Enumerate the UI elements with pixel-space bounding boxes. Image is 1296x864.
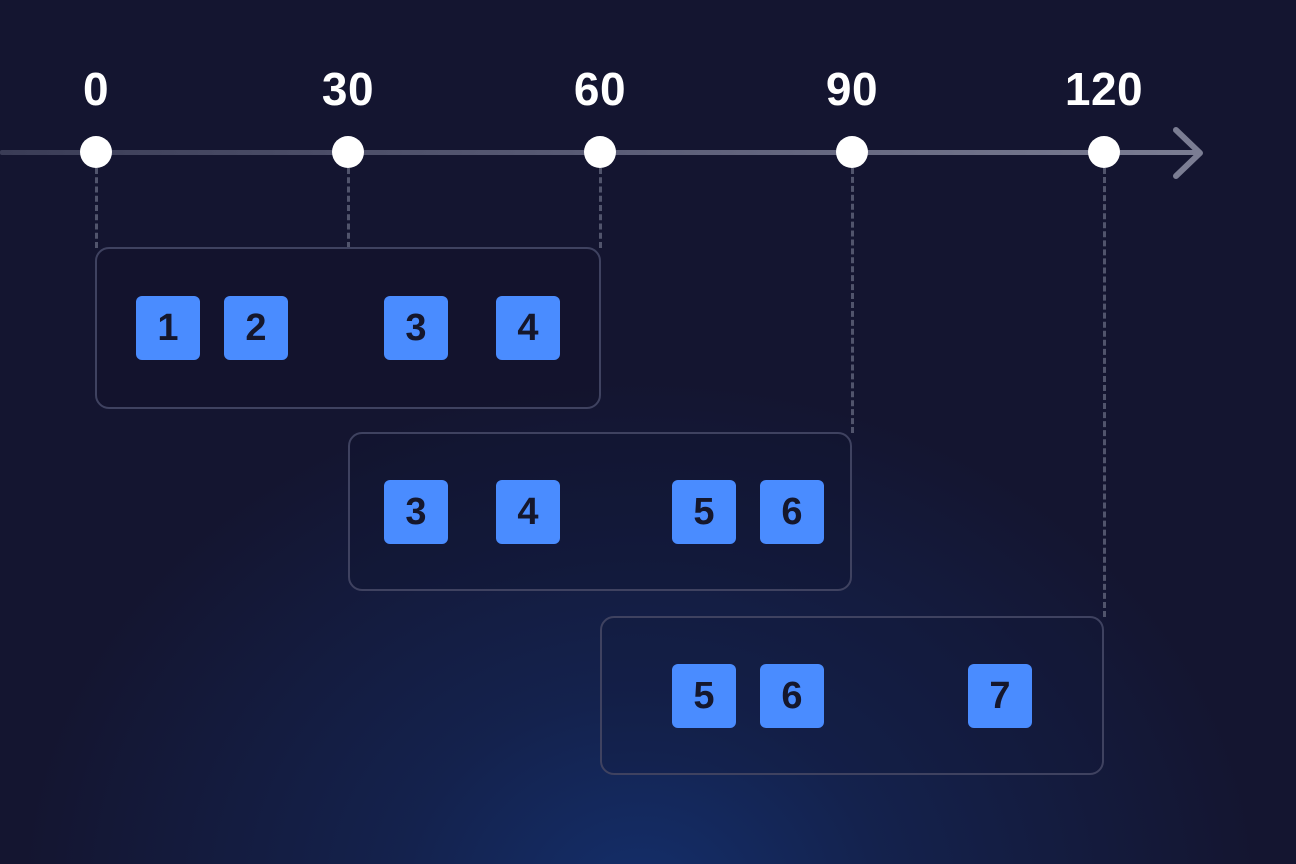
- item-box: 4: [496, 480, 560, 544]
- tick-label-60: 60: [573, 63, 627, 115]
- item-box: 3: [384, 296, 448, 360]
- tick-dot-30: [332, 136, 364, 168]
- item-box: 1: [136, 296, 200, 360]
- tick-label-90: 90: [825, 63, 879, 115]
- item-box: 4: [496, 296, 560, 360]
- item-box: 5: [672, 480, 736, 544]
- tick-dot-90: [836, 136, 868, 168]
- tick-dot-0: [80, 136, 112, 168]
- tick-label-30: 30: [321, 63, 375, 115]
- guide-line-30: [347, 168, 350, 248]
- item-box: 6: [760, 664, 824, 728]
- item-box: 3: [384, 480, 448, 544]
- guide-line-0: [95, 168, 98, 248]
- guide-line-60: [599, 168, 602, 248]
- tick-label-120: 120: [1064, 63, 1144, 115]
- guide-line-120: [1103, 168, 1106, 617]
- tick-dot-120: [1088, 136, 1120, 168]
- item-box: 2: [224, 296, 288, 360]
- tick-label-0: 0: [82, 63, 110, 115]
- tick-dot-60: [584, 136, 616, 168]
- guide-line-90: [851, 168, 854, 433]
- item-box: 7: [968, 664, 1032, 728]
- item-box: 6: [760, 480, 824, 544]
- axis-arrow-icon: [1173, 127, 1203, 179]
- item-box: 5: [672, 664, 736, 728]
